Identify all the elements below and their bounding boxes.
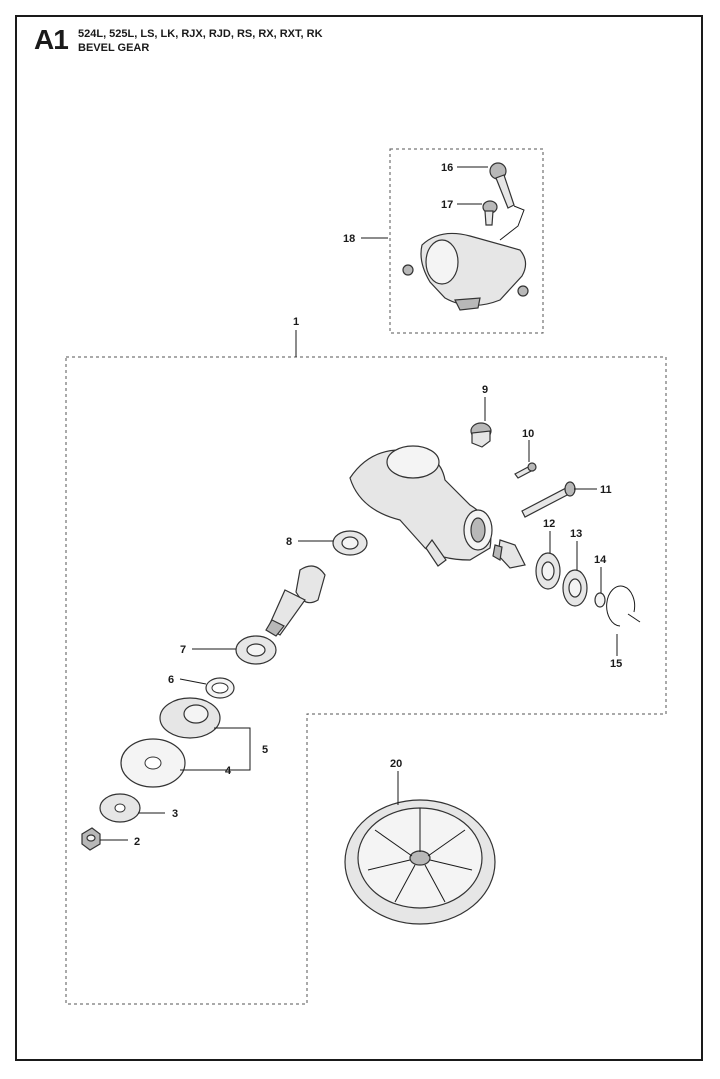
callout-18: 18 <box>343 233 355 245</box>
part-6-washer <box>205 677 235 699</box>
model-list: 524L, 525L, LS, LK, RJX, RJD, RS, RX, RX… <box>78 28 323 40</box>
page-frame <box>15 15 703 1061</box>
callout-5: 5 <box>262 744 268 756</box>
leader-6 <box>179 678 207 685</box>
callout-7: 7 <box>180 644 186 656</box>
callout-3: 3 <box>172 808 178 820</box>
section-code: A1 <box>34 24 69 55</box>
callout-1: 1 <box>293 316 299 328</box>
part-14-ring <box>594 592 606 608</box>
part-9-plug <box>470 422 492 448</box>
part-20-guard-disc <box>344 799 496 925</box>
callout-15: 15 <box>610 658 622 670</box>
part-8-bearing <box>332 530 368 556</box>
part-4-support-cup <box>120 738 186 788</box>
part-15-circlip <box>606 585 641 627</box>
group-box-1 <box>65 356 667 1005</box>
callout-10: 10 <box>522 428 534 440</box>
part-13-bearing <box>562 569 588 607</box>
part-5-drive-disc <box>159 697 221 739</box>
part-16-bolt <box>489 162 515 209</box>
callout-17: 17 <box>441 199 453 211</box>
part-10-screw <box>514 462 537 479</box>
callout-11: 11 <box>600 484 612 496</box>
part-11-bolt <box>521 481 576 518</box>
callout-9: 9 <box>482 384 488 396</box>
diagram-title: BEVEL GEAR <box>78 42 150 54</box>
pinion-gear <box>492 539 526 569</box>
callout-16: 16 <box>441 162 453 174</box>
callout-20: 20 <box>390 758 402 770</box>
part-7-bearing <box>235 635 277 665</box>
callout-12: 12 <box>543 518 555 530</box>
callout-6: 6 <box>168 674 174 686</box>
group-box-18 <box>389 148 544 334</box>
gear-housing <box>349 445 493 567</box>
callout-2: 2 <box>134 836 140 848</box>
bevel-gear-shaft <box>265 565 326 637</box>
callout-8: 8 <box>286 536 292 548</box>
part-2-nut <box>81 827 101 851</box>
part-18-clamp <box>402 205 529 311</box>
callout-14: 14 <box>594 554 607 566</box>
part-17-screw <box>482 200 498 226</box>
callout-4: 4 <box>225 765 232 777</box>
part-12-bearing <box>535 552 561 590</box>
callout-13: 13 <box>570 528 582 540</box>
part-3-washer <box>99 793 141 823</box>
